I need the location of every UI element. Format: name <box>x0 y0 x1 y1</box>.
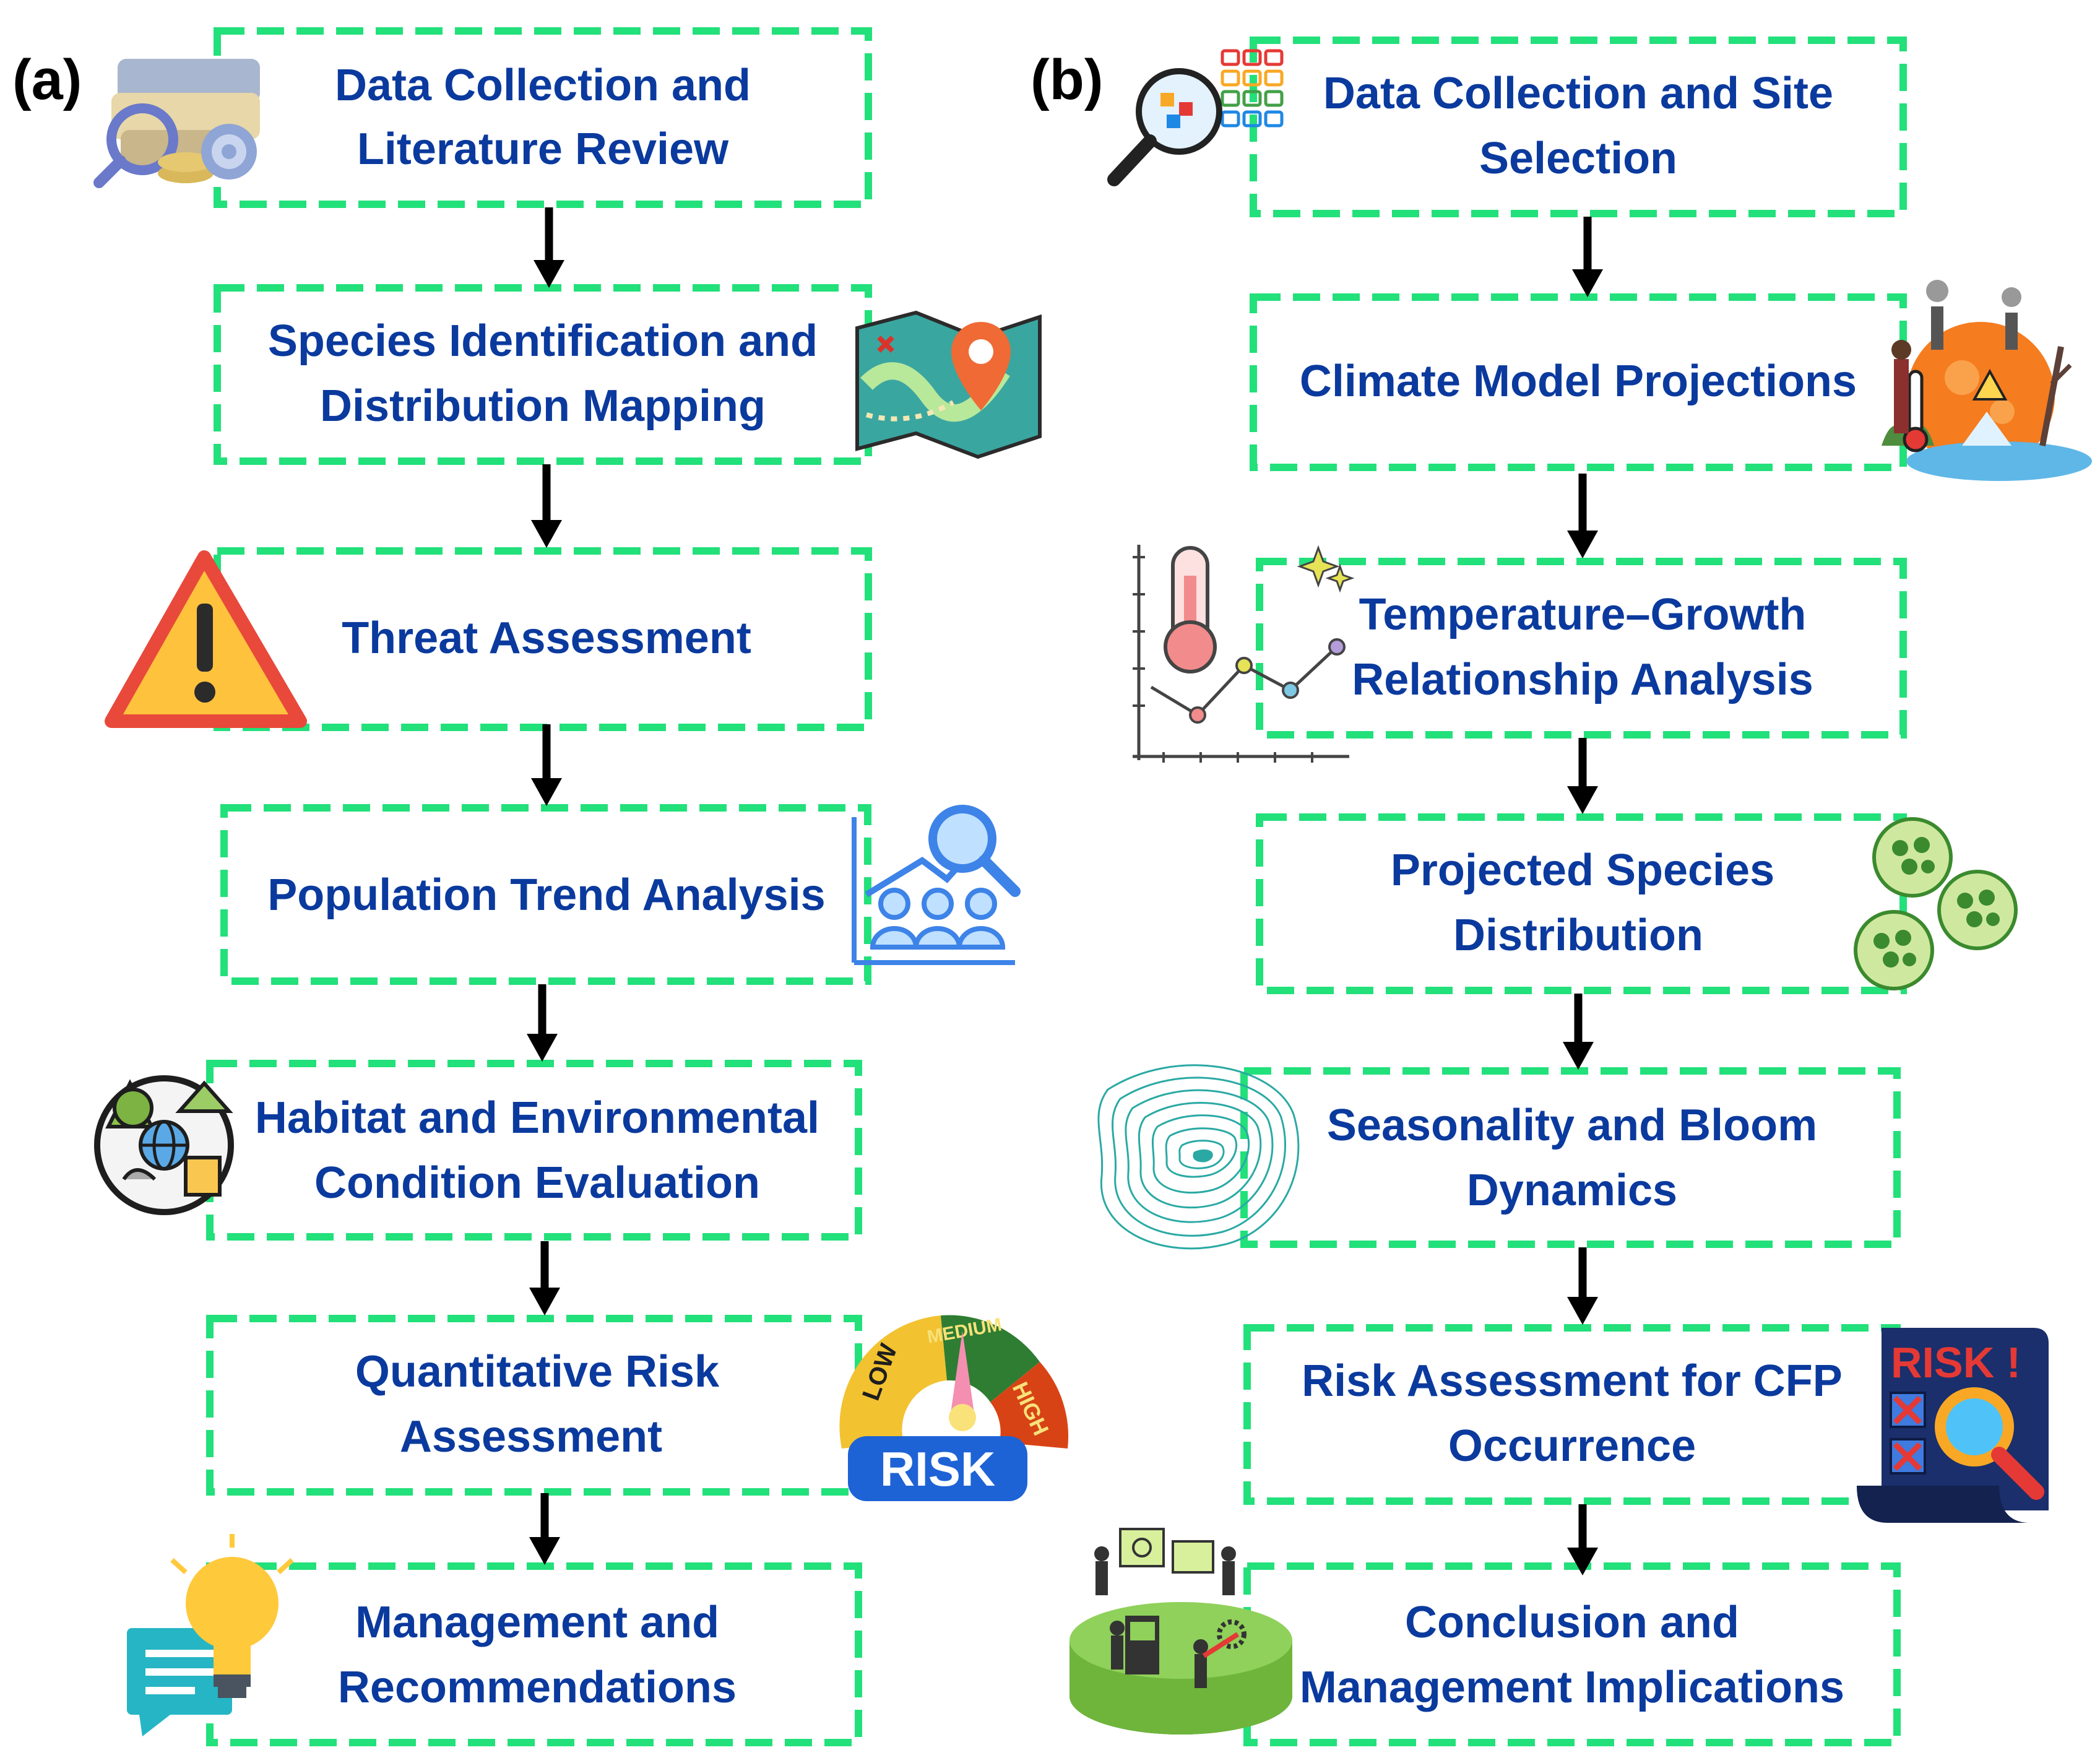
panel-b-step-4-line-2: Distribution <box>1453 911 1703 960</box>
panel-a-step-5-line-2: Condition Evaluation <box>314 1158 760 1208</box>
map-pin-icon <box>855 310 1042 459</box>
panel-a-step-1-line-2: Literature Review <box>357 124 729 174</box>
arrow-a-1 <box>534 207 564 288</box>
panel-a-step-7-line-2: Recommendations <box>338 1663 737 1712</box>
arrow-a-4 <box>527 984 558 1062</box>
risk-gauge-icon: LOW MEDIUM HIGH RISK <box>839 1314 1069 1501</box>
lightbulb-chat-icon <box>127 1534 294 1736</box>
panel-b-step-5-line-2: Dynamics <box>1467 1166 1677 1215</box>
panel-a-step-5-line-1: Habitat and Environmental <box>255 1093 819 1143</box>
population-trend-icon <box>852 805 1021 965</box>
panel-a-step-7-box <box>206 1562 862 1746</box>
books-search-icon <box>93 59 260 188</box>
bloom-contour-icon <box>1097 1064 1300 1250</box>
arrow-a-2 <box>531 464 562 548</box>
panel-b-step-4-box <box>1256 813 1907 994</box>
panel-b-step-4-line-1: Projected Species <box>1391 846 1774 895</box>
arrow-a-6 <box>529 1493 560 1565</box>
habitat-globe-icon <box>94 1075 234 1215</box>
panel-b-step-6-line-2: Occurrence <box>1448 1421 1696 1471</box>
panel-a-step-2-line-2: Distribution Mapping <box>320 381 766 431</box>
panel-b-step-1-line-2: Selection <box>1479 134 1677 183</box>
panel-a: Data Collection and Literature Review Sp… <box>93 27 1069 1746</box>
panel-a-label: (a) <box>12 48 82 111</box>
panel-a-step-4-box <box>220 804 871 985</box>
magnifier-grid-icon <box>1107 49 1284 186</box>
panel-a-step-6-line-1: Quantitative Risk <box>355 1347 720 1397</box>
panel-a-step-1-box <box>214 27 872 208</box>
risk-checklist-title: RISK ! <box>1891 1338 2021 1387</box>
panel-b-step-3-line-2: Relationship Analysis <box>1352 655 1813 704</box>
thermometer-chart-icon <box>1133 545 1355 763</box>
panel-b-step-6-box <box>1243 1324 1901 1505</box>
panel-b-step-3-box <box>1256 558 1907 739</box>
panel-b-step-1-box <box>1250 37 1907 217</box>
panel-b-step-7-line-2: Management Implications <box>1300 1663 1844 1712</box>
panel-b-step-3-line-1: Temperature–Growth <box>1359 590 1807 639</box>
panel-b-step-2-line-1: Climate Model Projections <box>1300 357 1857 406</box>
panel-a-step-7-line-1: Management and <box>355 1598 719 1647</box>
panel-a-step-2-line-1: Species Identification and <box>268 316 818 366</box>
panel-a-step-6-line-2: Assessment <box>400 1412 662 1462</box>
panel-a-step-2-box <box>214 284 872 465</box>
panel-b-step-7-box <box>1243 1562 1901 1746</box>
arrow-b-5 <box>1567 1247 1598 1325</box>
panel-a-step-4-line-1: Population Trend Analysis <box>267 870 825 920</box>
panel-b-step-2-box <box>1250 293 1907 471</box>
panel-b-step-1-line-1: Data Collection and Site <box>1323 69 1833 118</box>
panel-a-step-5-box <box>206 1060 862 1241</box>
team-workplace-icon <box>1069 1528 1292 1735</box>
panel-b-step-5-line-1: Seasonality and Bloom <box>1327 1101 1817 1150</box>
panel-b-step-5-box <box>1240 1067 1901 1248</box>
arrow-a-3 <box>531 724 562 806</box>
arrow-b-3 <box>1567 738 1598 814</box>
microalgae-cells-icon <box>1854 817 2018 990</box>
panel-b-arrows <box>1563 217 1603 1575</box>
panel-a-step-6-box <box>206 1315 862 1496</box>
arrow-b-6 <box>1567 1504 1598 1575</box>
gauge-risk-label: RISK <box>880 1442 995 1496</box>
panel-a-step-3-line-1: Threat Assessment <box>342 613 751 663</box>
risk-checklist-icon: RISK ! <box>1857 1328 2049 1523</box>
arrow-a-5 <box>529 1241 560 1315</box>
panel-a-arrows <box>527 207 564 1565</box>
arrow-b-1 <box>1572 217 1603 297</box>
warning-triangle-icon <box>105 550 307 728</box>
arrow-b-4 <box>1563 994 1594 1070</box>
panel-b: Data Collection and Site Selection Clima… <box>1069 37 2092 1746</box>
panel-b-step-7-line-1: Conclusion and <box>1405 1598 1739 1647</box>
panel-b-label: (b) <box>1031 48 1103 111</box>
panel-b-step-6-line-1: Risk Assessment for CFP <box>1302 1356 1843 1406</box>
arrow-b-2 <box>1567 474 1598 558</box>
climate-change-icon <box>1882 280 2092 481</box>
panel-a-step-1-line-1: Data Collection and <box>335 61 751 110</box>
